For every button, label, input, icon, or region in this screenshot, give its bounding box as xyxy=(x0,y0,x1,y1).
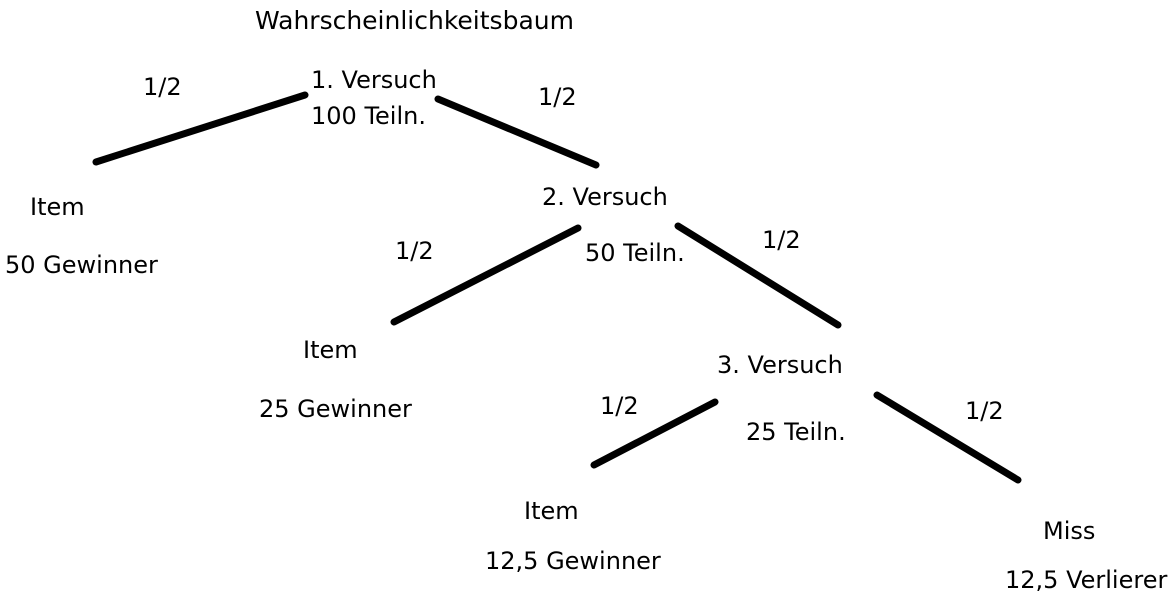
node-versuch3-title: 3. Versuch xyxy=(717,351,843,379)
edge-versuch3-to-leaf3 xyxy=(590,398,719,469)
edge-label-versuch2-versuch3: 1/2 xyxy=(762,226,801,254)
diagram-title: Wahrscheinlichkeitsbaum xyxy=(255,6,574,35)
node-versuch2-subtitle: 50 Teiln. xyxy=(585,239,685,267)
leaf-item-50-subtitle: 50 Gewinner xyxy=(5,251,158,279)
leaf-miss-subtitle: 12,5 Verlierer xyxy=(1005,566,1168,594)
edge-label-root-versuch2: 1/2 xyxy=(538,83,577,111)
leaf-item-50-title: Item xyxy=(30,193,85,221)
node-versuch2-title: 2. Versuch xyxy=(542,183,668,211)
leaf-item-125-title: Item xyxy=(524,497,579,525)
edge-versuch2-to-leaf2 xyxy=(390,224,582,326)
node-versuch3-subtitle: 25 Teiln. xyxy=(746,418,846,446)
edge-label-versuch2-leaf2: 1/2 xyxy=(395,237,434,265)
leaf-item-125-subtitle: 12,5 Gewinner xyxy=(485,547,661,575)
edge-versuch2-to-versuch3 xyxy=(674,222,842,329)
edge-root-to-versuch2 xyxy=(434,95,600,169)
node-versuch1-subtitle: 100 Teiln. xyxy=(311,102,426,130)
leaf-item-25-subtitle: 25 Gewinner xyxy=(259,395,412,423)
edge-label-versuch3-leaf4: 1/2 xyxy=(965,397,1004,425)
edge-versuch3-to-leaf4 xyxy=(873,391,1022,484)
edge-root-to-leaf1 xyxy=(92,91,309,166)
edge-label-root-leaf1: 1/2 xyxy=(143,73,182,101)
node-versuch1-title: 1. Versuch xyxy=(311,66,437,94)
leaf-item-25-title: Item xyxy=(303,336,358,364)
edge-label-versuch3-leaf3: 1/2 xyxy=(600,392,639,420)
leaf-miss-title: Miss xyxy=(1043,517,1096,545)
